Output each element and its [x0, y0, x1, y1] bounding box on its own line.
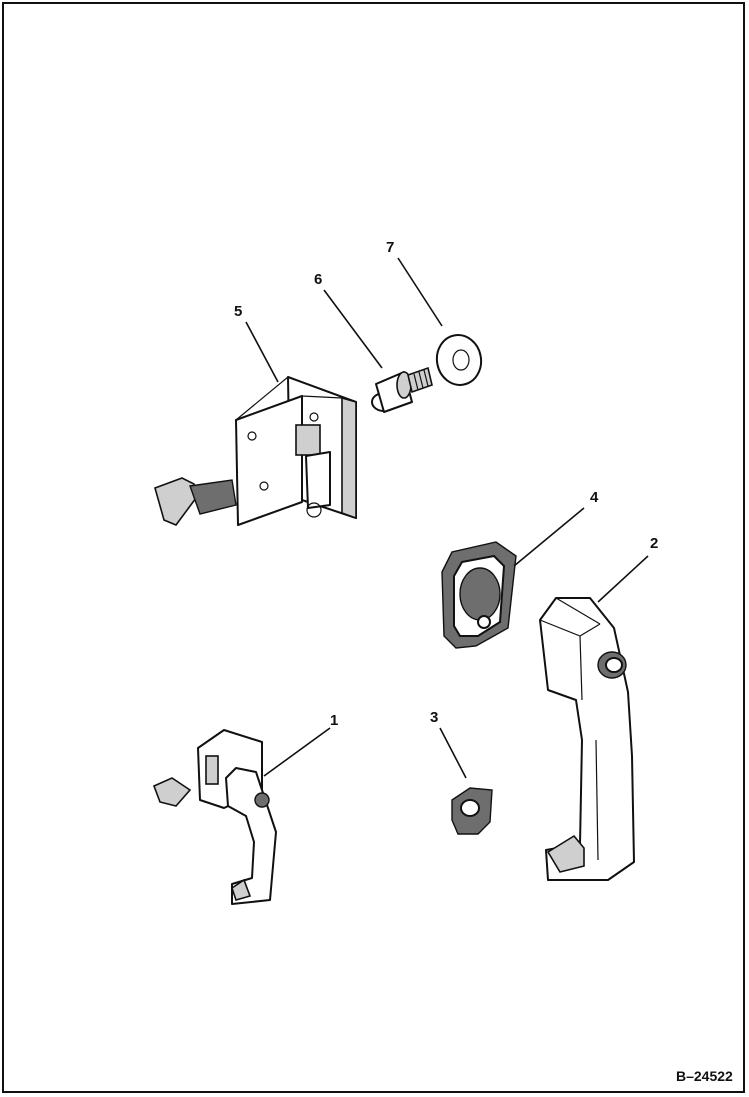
part-5-latch-assembly — [154, 376, 357, 526]
callout-4: 4 — [590, 489, 599, 506]
leader-line-2 — [597, 555, 649, 603]
leader-line-5 — [245, 321, 279, 383]
leader-line-6 — [323, 289, 383, 369]
part-6-striker-stud — [371, 366, 433, 413]
leader-line-3 — [439, 727, 467, 779]
part-1-latch-handle-assembly — [152, 729, 277, 905]
callout-5: 5 — [234, 303, 242, 320]
part-7-washer — [435, 334, 483, 386]
part-2-outside-handle — [539, 597, 635, 881]
callout-3: 3 — [430, 709, 438, 726]
part-4-gasket — [441, 541, 517, 649]
part-3-small-gasket — [451, 787, 493, 835]
callout-6: 6 — [314, 271, 322, 288]
leader-line-1 — [263, 727, 331, 777]
leader-line-7 — [397, 257, 443, 327]
callout-1: 1 — [330, 712, 338, 729]
callout-2: 2 — [650, 535, 658, 552]
figure-id: B–24522 — [676, 1068, 733, 1084]
leader-line-4 — [513, 507, 585, 567]
callout-7: 7 — [386, 239, 394, 256]
